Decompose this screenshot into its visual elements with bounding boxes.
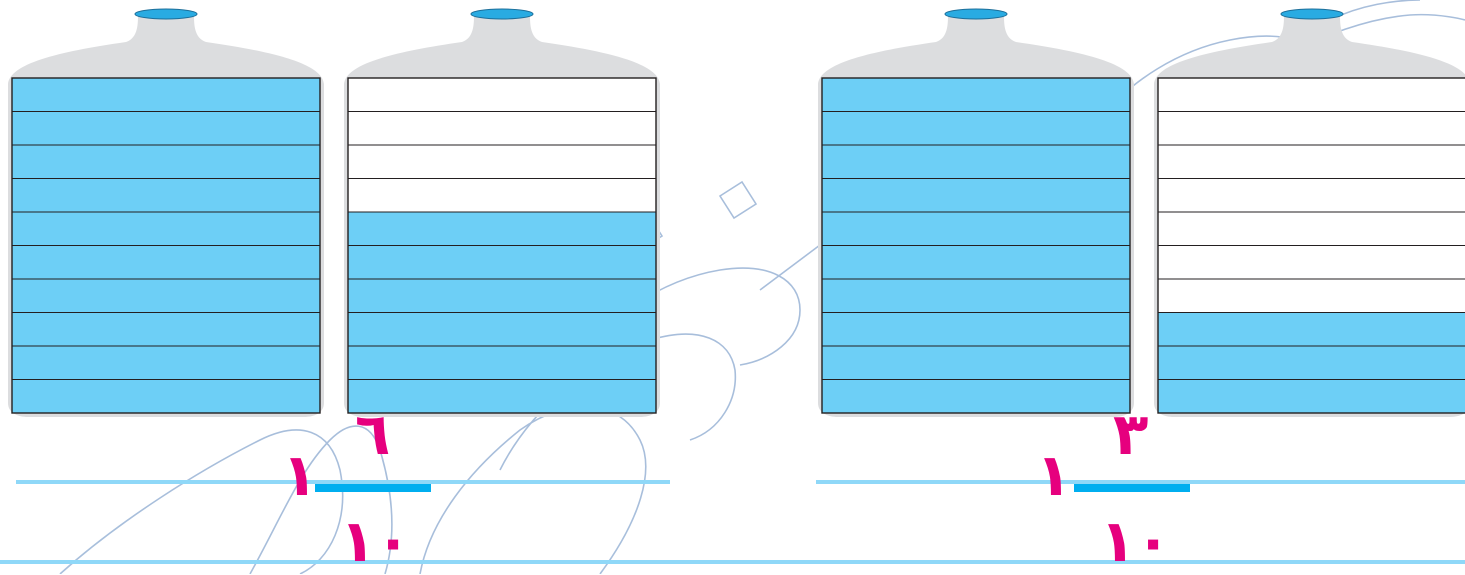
filled-tenth (12, 313, 320, 347)
bottle-cap (945, 9, 1007, 19)
filled-tenth (822, 78, 1130, 112)
filled-tenth (12, 346, 320, 380)
left-numerator: ٦ (355, 405, 390, 463)
filled-tenth (822, 279, 1130, 313)
water-bottle (818, 9, 1134, 417)
water-bottle (1154, 9, 1465, 417)
filled-tenth (348, 313, 656, 347)
left-denominator: ١٠ (340, 512, 411, 570)
empty-tenth (348, 78, 656, 112)
filled-tenth (12, 212, 320, 246)
filled-tenth (822, 346, 1130, 380)
filled-tenth (348, 346, 656, 380)
empty-tenth (1158, 179, 1465, 213)
bottle-group (8, 9, 1465, 417)
right-denominator: ١٠ (1100, 512, 1171, 570)
left-whole-number: ١ (282, 446, 317, 504)
fraction-rules (0, 482, 1465, 562)
filled-tenth (822, 313, 1130, 347)
filled-tenth (822, 380, 1130, 414)
right-numerator: ٣ (1113, 405, 1148, 463)
filled-tenth (12, 246, 320, 280)
filled-tenth (12, 145, 320, 179)
empty-tenth (1158, 112, 1465, 146)
bottle-cap (135, 9, 197, 19)
filled-tenth (348, 380, 656, 414)
empty-tenth (1158, 279, 1465, 313)
filled-tenth (822, 246, 1130, 280)
filled-tenth (1158, 380, 1465, 414)
filled-tenth (12, 279, 320, 313)
filled-tenth (348, 246, 656, 280)
filled-tenth (822, 112, 1130, 146)
filled-tenth (1158, 346, 1465, 380)
empty-tenth (348, 145, 656, 179)
filled-tenth (1158, 313, 1465, 347)
bottle-cap (1281, 9, 1343, 19)
filled-tenth (12, 78, 320, 112)
empty-tenth (348, 112, 656, 146)
empty-tenth (1158, 145, 1465, 179)
water-bottle (8, 9, 324, 417)
filled-tenth (822, 212, 1130, 246)
filled-tenth (822, 145, 1130, 179)
filled-tenth (348, 212, 656, 246)
filled-tenth (822, 179, 1130, 213)
water-bottle (344, 9, 660, 417)
bottle-cap (471, 9, 533, 19)
filled-tenth (12, 380, 320, 414)
empty-tenth (348, 179, 656, 213)
empty-tenth (1158, 78, 1465, 112)
filled-tenth (12, 112, 320, 146)
empty-tenth (1158, 212, 1465, 246)
filled-tenth (12, 179, 320, 213)
right-whole-number: ١ (1036, 446, 1071, 504)
filled-tenth (348, 279, 656, 313)
empty-tenth (1158, 246, 1465, 280)
